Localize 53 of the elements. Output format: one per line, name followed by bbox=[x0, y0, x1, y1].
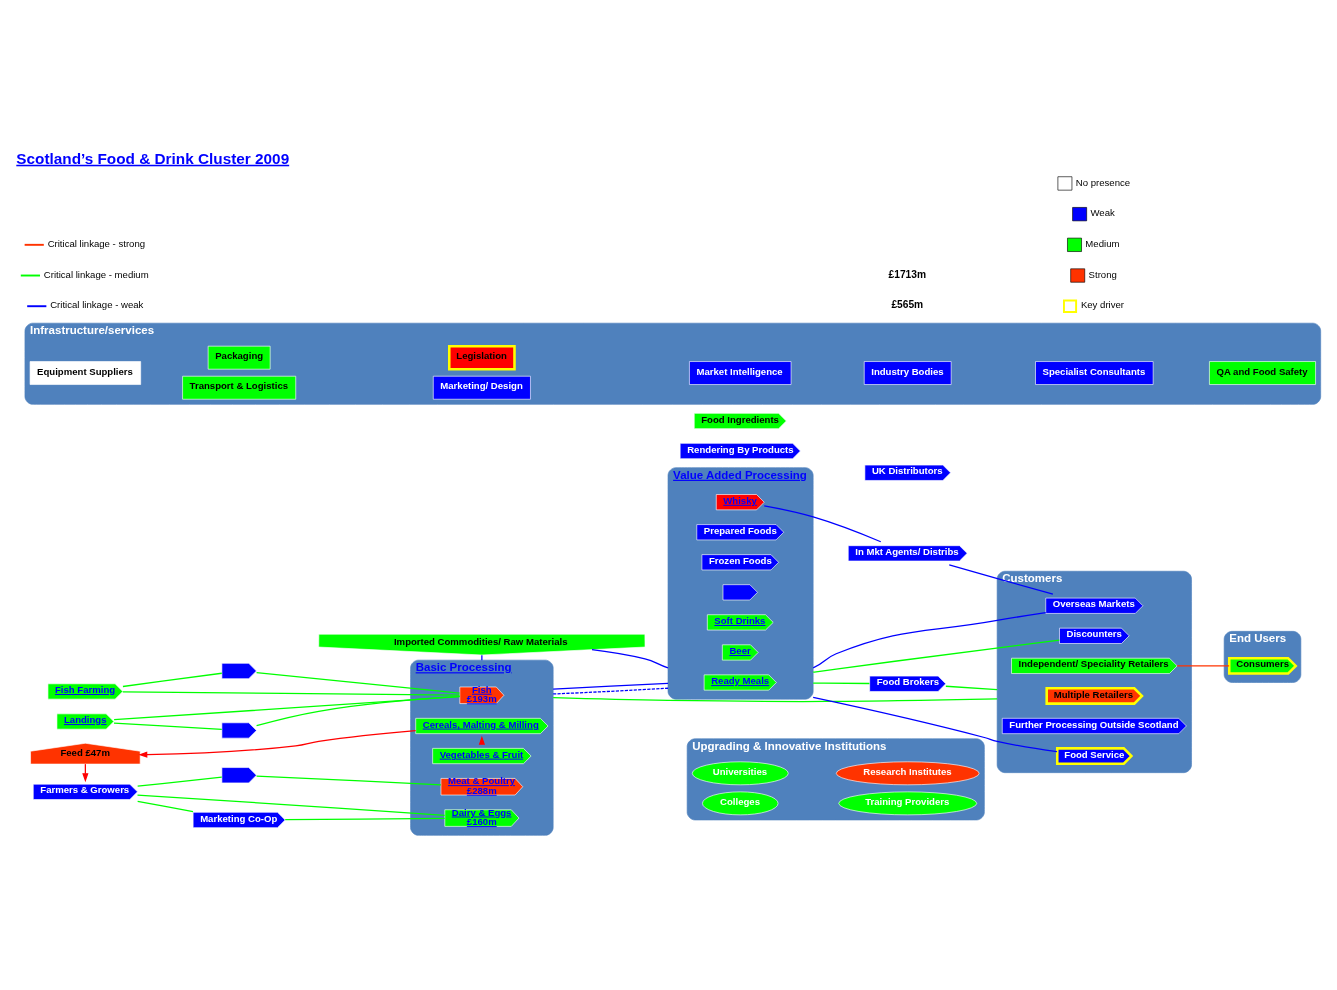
connector bbox=[255, 775, 442, 786]
node-box: Packaging bbox=[207, 345, 271, 370]
legend-label: Strong bbox=[1088, 268, 1117, 280]
connector bbox=[122, 672, 223, 688]
connector bbox=[812, 682, 871, 685]
legend-label: Medium bbox=[1085, 238, 1120, 250]
node-ellipse: Research Institutes bbox=[835, 761, 980, 786]
connector bbox=[113, 696, 461, 721]
connector bbox=[122, 691, 461, 696]
legend-label: Weak bbox=[1090, 207, 1115, 219]
connector bbox=[948, 564, 1054, 595]
connector bbox=[137, 800, 194, 813]
node-ellipse: Universities bbox=[691, 761, 789, 786]
legend-label: No presence bbox=[1075, 176, 1131, 188]
legend-label: Critical linkage - strong bbox=[47, 238, 146, 250]
connector bbox=[136, 794, 446, 817]
connector bbox=[137, 776, 223, 787]
node-arrow bbox=[722, 584, 758, 601]
node-ellipse: Training Providers bbox=[838, 791, 978, 816]
connector bbox=[552, 697, 998, 703]
legend-label: Critical linkage - medium bbox=[43, 268, 149, 280]
connector bbox=[255, 672, 461, 694]
label: £1713m bbox=[888, 269, 927, 281]
node-box: Transport & Logistics bbox=[182, 375, 297, 400]
node-box: Market Intelligence bbox=[689, 361, 792, 385]
node-box: QA and Food Safety bbox=[1209, 361, 1316, 385]
connector bbox=[812, 611, 1047, 669]
connector bbox=[552, 682, 669, 690]
connector bbox=[763, 505, 882, 543]
connector bbox=[481, 654, 483, 661]
node-box: Legislation bbox=[448, 344, 516, 371]
label: £565m bbox=[891, 299, 924, 311]
legend-label: Key driver bbox=[1080, 299, 1125, 311]
node-box: Specialist Consultants bbox=[1035, 361, 1154, 385]
connector bbox=[812, 639, 1060, 673]
diagram-title: Scotland’s Food & Drink Cluster 2009 bbox=[16, 149, 290, 167]
connector bbox=[113, 722, 223, 731]
node-arrow bbox=[221, 663, 257, 679]
node-arrow bbox=[221, 767, 257, 784]
legend-label: Critical linkage - weak bbox=[50, 299, 144, 311]
connector bbox=[552, 687, 669, 695]
connector bbox=[1176, 665, 1230, 667]
node-box: Equipment Suppliers bbox=[29, 361, 141, 385]
node-arrow bbox=[221, 722, 257, 739]
connector bbox=[284, 817, 446, 821]
node-box: Marketing/ Design bbox=[432, 375, 531, 400]
connector bbox=[255, 695, 461, 727]
connector bbox=[591, 649, 669, 669]
arrow bbox=[138, 730, 417, 758]
node-ellipse: Colleges bbox=[702, 791, 779, 816]
node-box: Industry Bodies bbox=[863, 361, 952, 385]
connector bbox=[945, 685, 998, 691]
connector bbox=[812, 696, 1058, 753]
